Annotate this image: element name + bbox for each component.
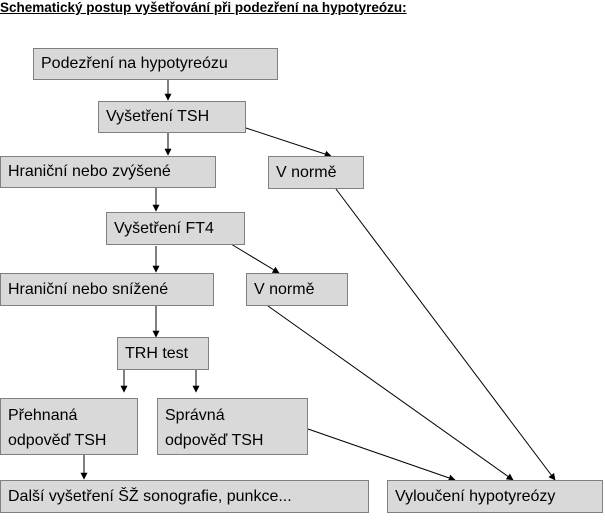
node-correct-response-label: Správná odpověď TSH bbox=[165, 403, 263, 453]
node-ft4-test: Vyšetření FT4 bbox=[106, 212, 245, 245]
arrow-ft4-normal-to-excluded bbox=[267, 305, 514, 481]
node-correct-line2: odpověď TSH bbox=[165, 432, 264, 449]
node-ft4-test-label: Vyšetření FT4 bbox=[114, 219, 214, 237]
node-tsh-test-label: Vyšetření TSH bbox=[106, 108, 210, 125]
node-tsh-high: Hraniční nebo zvýšené bbox=[0, 156, 216, 188]
node-hypothyroidism-excluded-label: Vyloučení hypotyreózy bbox=[395, 487, 556, 505]
node-tsh-test: Vyšetření TSH bbox=[98, 101, 246, 133]
arrow-correct-to-excluded bbox=[307, 428, 456, 482]
node-ft4-low: Hraniční nebo snížené bbox=[0, 273, 214, 306]
node-exaggerated-response-label: Přehnaná odpověď TSH bbox=[8, 403, 106, 453]
node-exaggerated-line2: odpověď TSH bbox=[8, 432, 107, 449]
node-correct-response: Správná odpověď TSH bbox=[157, 398, 308, 455]
node-tsh-normal: V normě bbox=[268, 156, 364, 189]
node-trh-test-label: TRH test bbox=[125, 344, 189, 362]
node-exaggerated-line1: Přehnaná bbox=[8, 407, 78, 424]
diagram-title: Schematický postup vyšetřování při podez… bbox=[0, 0, 407, 15]
arrow-tsh-to-normal bbox=[245, 127, 332, 158]
node-further-tests: Další vyšetření ŠŽ sonografie, punkce... bbox=[0, 480, 369, 513]
node-trh-test: TRH test bbox=[117, 337, 209, 370]
node-tsh-high-label: Hraniční nebo zvýšené bbox=[8, 163, 171, 180]
node-suspicion-label: Podezření na hypotyreózu bbox=[41, 55, 228, 72]
node-hypothyroidism-excluded: Vyloučení hypotyreózy bbox=[387, 480, 603, 513]
node-ft4-low-label: Hraniční nebo snížené bbox=[8, 280, 169, 298]
node-ft4-normal: V normě bbox=[246, 273, 348, 306]
node-further-tests-label: Další vyšetření ŠŽ sonografie, punkce... bbox=[8, 487, 292, 505]
node-suspicion: Podezření na hypotyreózu bbox=[33, 48, 278, 80]
arrow-ft4-to-normal bbox=[230, 243, 280, 274]
node-ft4-normal-label: V normě bbox=[254, 280, 315, 298]
node-exaggerated-response: Přehnaná odpověď TSH bbox=[0, 398, 138, 455]
node-correct-line1: Správná bbox=[165, 407, 225, 424]
node-tsh-normal-label: V normě bbox=[276, 163, 337, 181]
arrow-tsh-normal-to-excluded bbox=[335, 188, 556, 481]
